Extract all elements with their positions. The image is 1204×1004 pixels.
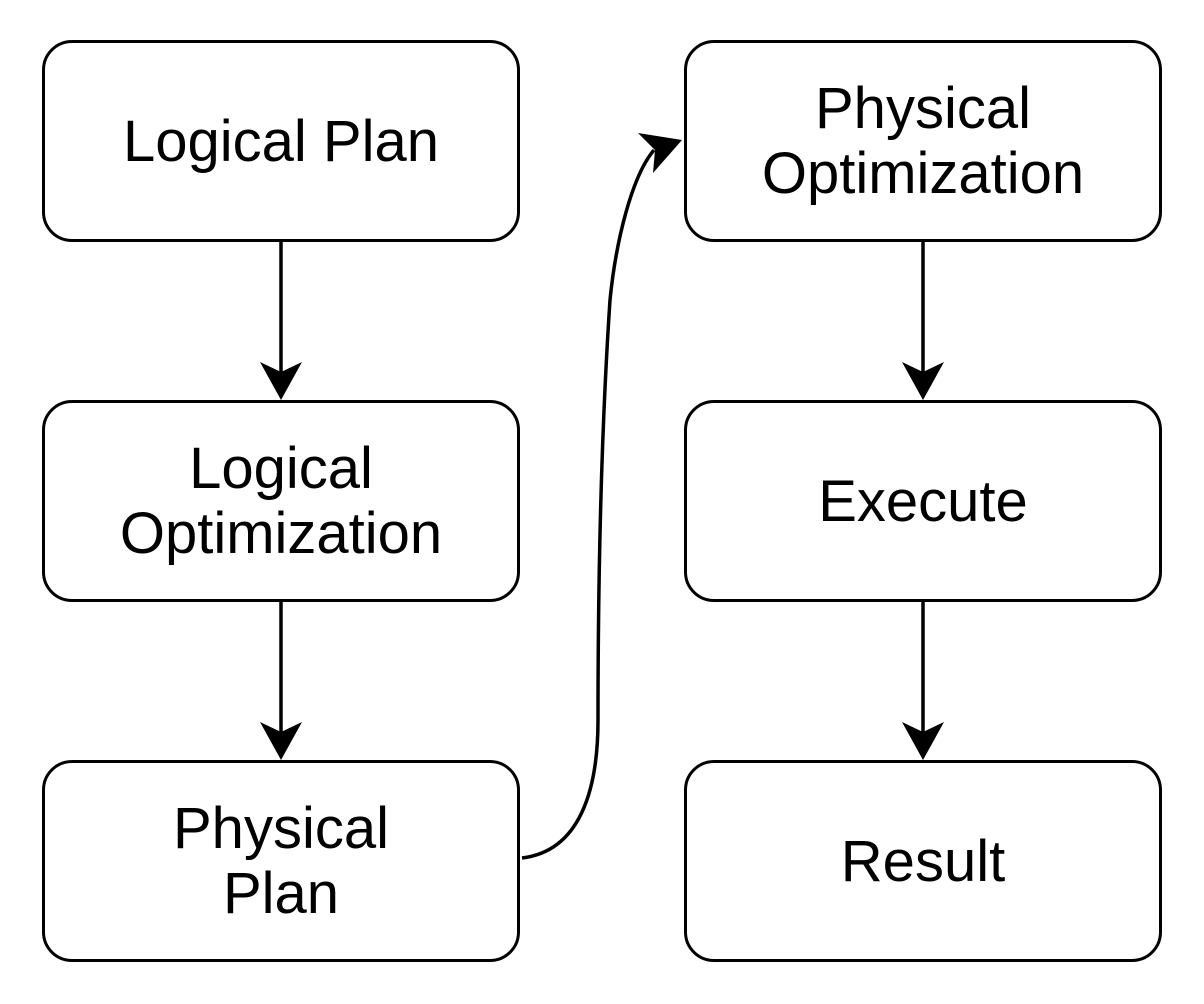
node-execute-label: Execute — [818, 468, 1028, 534]
node-logical-plan-label: Logical Plan — [123, 108, 439, 174]
edge-logical-optimization-to-physical-plan — [260, 602, 302, 760]
node-physical-optimization-label: Physical Optimization — [761, 76, 1085, 206]
node-result-label: Result — [840, 828, 1006, 894]
node-result: Result — [684, 760, 1162, 962]
edge-logical-plan-to-logical-optimization — [260, 242, 302, 400]
arrowhead-down-icon — [260, 722, 302, 760]
arrowhead-down-icon — [902, 722, 944, 760]
node-logical-plan: Logical Plan — [42, 40, 520, 242]
node-physical-plan: Physical Plan — [42, 760, 520, 962]
arrowhead-down-icon — [902, 362, 944, 400]
node-physical-optimization: Physical Optimization — [684, 40, 1162, 242]
edge-curve — [521, 148, 656, 860]
node-execute: Execute — [684, 400, 1162, 602]
node-logical-optimization-label: Logical Optimization — [119, 436, 443, 566]
node-physical-plan-label: Physical Plan — [173, 796, 389, 926]
edge-physical-optimization-to-execute — [902, 242, 944, 400]
arrowhead-right-icon — [638, 133, 682, 173]
node-logical-optimization: Logical Optimization — [42, 400, 520, 602]
arrowhead-down-icon — [260, 362, 302, 400]
edge-execute-to-result — [902, 602, 944, 760]
edge-physical-plan-to-physical-optimization — [521, 133, 682, 860]
